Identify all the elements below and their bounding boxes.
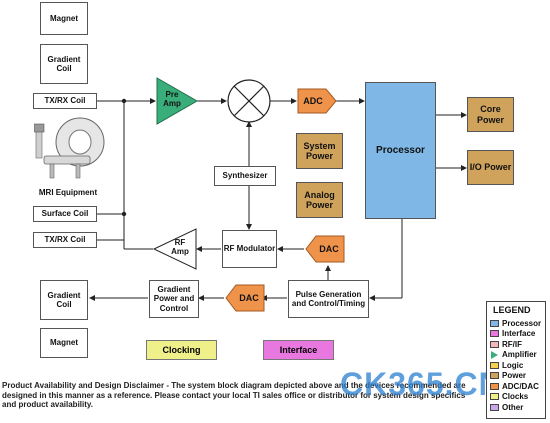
legend-item-label: Processor [502,318,542,328]
processor-block: Processor [365,82,436,219]
processor-label: Processor [376,144,425,156]
io-power-label: I/O Power [469,162,512,173]
legend-item: Logic [490,360,542,371]
disclaimer-text: Product Availability and Design Disclaim… [2,381,466,410]
legend-item-label: Power [502,371,527,381]
interface-label: Interface [279,344,318,355]
gradient-coil-top-block: Gradient Coil [40,44,88,84]
watermark-text: CK365.CN [340,366,503,402]
mri-equipment-label: MRI Equipment [38,188,98,197]
mri-equipment-icon [34,117,105,179]
legend-item: Interface [490,329,542,340]
legend-item-label: RF/IF [502,339,522,349]
analog-power-label: Analog Power [304,189,335,210]
pre-amp-label: Pre Amp [163,90,181,109]
amplifier-triangle-icon [491,350,498,359]
dac-gradient-shape [225,284,265,312]
legend-item: RF/IF [490,339,542,350]
txrx-coil-bottom-label: TX/RX Coil [44,235,86,245]
legend-item-label: Other [502,402,524,412]
analog-power-block: Analog Power [296,182,343,218]
legend-swatch [490,393,499,401]
gradient-power-label: Gradient Power and Control [153,285,195,313]
core-power-label: Core Power [476,104,504,125]
rf-modulator-block: RF Modulator [222,230,277,268]
synthesizer-label: Synthesizer [222,171,268,181]
legend-swatch [490,403,499,411]
adc-shape [297,88,337,114]
legend-item: Power [490,371,542,382]
legend-swatch [490,361,499,369]
interface-block: Interface [263,340,334,360]
legend-item: ADC/DAC [490,381,542,392]
rf-modulator-label: RF Modulator [223,244,276,254]
dac-rf-shape [305,235,345,263]
surface-coil-label: Surface Coil [41,209,89,219]
dac-gradient-label: DAC [239,293,259,303]
txrx-coil-top-block: TX/RX Coil [33,93,97,109]
legend-swatch [490,330,499,338]
pulse-generation-label: Pulse Generation and Control/Timing [291,289,366,308]
legend-swatch [490,382,499,390]
legend-item: Processor [490,318,542,329]
clocking-block: Clocking [146,340,217,360]
legend-item-label: ADC/DAC [502,381,539,391]
legend-swatch [490,340,499,348]
magnet-top-label: Magnet [50,13,78,23]
magnet-bottom-block: Magnet [40,328,88,358]
magnet-top-block: Magnet [40,2,88,35]
rf-amp-label: RF Amp [171,238,189,257]
surface-coil-block: Surface Coil [33,206,97,222]
pulse-generation-block: Pulse Generation and Control/Timing [288,280,369,318]
rf-amp-triangle [152,228,197,270]
legend-item: Amplifier [490,350,542,361]
legend-swatch [490,372,499,380]
txrx-coil-top-label: TX/RX Coil [44,96,86,106]
legend-item: Clocks [490,392,542,403]
legend-item-label: Amplifier [502,350,537,360]
mixer-icon [227,79,271,123]
legend-item-label: Interface [502,329,536,339]
system-power-label: System Power [303,140,336,161]
txrx-coil-bottom-block: TX/RX Coil [33,232,97,248]
clocking-label: Clocking [162,344,201,355]
dac-rf-label: DAC [319,244,339,254]
magnet-bottom-label: Magnet [50,338,78,348]
legend-item-label: Clocks [502,392,529,402]
system-power-block: System Power [296,133,343,169]
legend-swatch [490,319,499,327]
legend-item: Other [490,402,542,413]
legend-title: LEGEND [493,305,531,315]
gradient-coil-bottom-label: Gradient Coil [47,290,81,309]
pre-amp-triangle [156,77,199,125]
gradient-coil-top-label: Gradient Coil [47,54,81,73]
synthesizer-block: Synthesizer [214,166,276,186]
core-power-block: Core Power [467,97,514,132]
gradient-power-block: Gradient Power and Control [149,280,199,318]
io-power-block: I/O Power [467,150,514,185]
gradient-coil-bottom-block: Gradient Coil [40,280,88,320]
legend-item-label: Logic [502,360,524,370]
adc-label: ADC [303,96,323,106]
